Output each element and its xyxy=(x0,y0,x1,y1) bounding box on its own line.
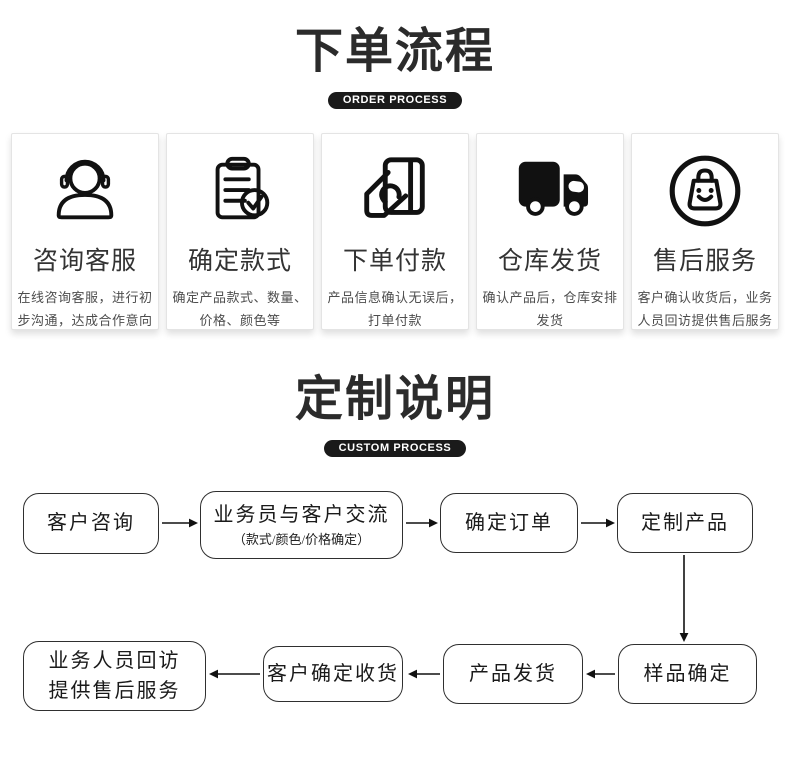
custom-process-title: 定制说明 xyxy=(294,372,495,426)
flow-box-customer-inquiry: 客户咨询 xyxy=(23,492,159,554)
custom-process-section: 定制说明 CUSTOM PROCESS 客户咨询 业务员与客户交流 （款式/颜色… xyxy=(0,330,790,748)
step-title: 售后服务 xyxy=(652,246,757,275)
flow-box-label: 定制产品 xyxy=(641,511,729,534)
flow-box-customize-product: 定制产品 xyxy=(617,492,753,553)
card-payment-icon xyxy=(322,150,468,232)
clipboard-check-icon xyxy=(167,150,313,232)
step-card-aftersale: 售后服务 客户确认收货后，业务人员回访提供售后服务 xyxy=(631,132,779,330)
flow-box-customer-receipt: 客户确定收货 xyxy=(263,645,403,702)
step-desc: 产品信息确认无误后，打单付款 xyxy=(327,289,463,328)
flow-box-label: 客户咨询 xyxy=(47,512,135,535)
flow-box-label: 样品确定 xyxy=(643,662,732,685)
custom-process-badge-wrap: CUSTOM PROCESS xyxy=(0,438,790,457)
flow-box-sales-communication: 业务员与客户交流 （款式/颜色/价格确定） xyxy=(200,490,403,559)
flow-box-label: 产品发货 xyxy=(469,662,557,685)
flow-box-product-delivery: 产品发货 xyxy=(443,643,583,704)
flow-box-sample-confirm: 样品确定 xyxy=(618,643,757,704)
step-card-consult: 咨询客服 在线咨询客服，进行初步沟通，达成合作意向 xyxy=(11,132,159,330)
step-card-style: 确定款式 确定产品款式、数量、价格、颜色等 xyxy=(166,132,314,330)
step-title: 咨询客服 xyxy=(32,246,137,275)
step-title: 仓库发货 xyxy=(497,246,602,275)
truck-icon xyxy=(477,150,623,232)
step-desc: 客户确认收货后，业务人员回访提供售后服务 xyxy=(637,289,773,328)
order-process-section: 下单流程 ORDER PROCESS 咨询客服 在线咨询客服，进行初步沟通，达成… xyxy=(0,0,790,330)
custom-flowchart: 客户咨询 业务员与客户交流 （款式/颜色/价格确定） 确定订单 定制产品 样品确… xyxy=(0,471,790,748)
flow-box-sublabel: （款式/颜色/价格确定） xyxy=(232,531,371,547)
step-desc: 确定产品款式、数量、价格、颜色等 xyxy=(172,289,308,328)
step-title: 下单付款 xyxy=(342,246,447,275)
shopping-bag-smile-icon xyxy=(632,150,778,232)
order-process-title: 下单流程 xyxy=(294,25,495,78)
flow-box-confirm-order: 确定订单 xyxy=(440,492,578,553)
step-desc: 确认产品后，仓库安排发货 xyxy=(482,289,618,328)
step-card-pay: 下单付款 产品信息确认无误后，打单付款 xyxy=(321,132,469,330)
flow-box-label: 客户确定收货 xyxy=(267,662,399,685)
step-title: 确定款式 xyxy=(187,246,292,275)
headset-agent-icon xyxy=(12,150,158,232)
flow-box-label: 业务员与客户交流 xyxy=(213,503,390,526)
flow-box-label: 业务人员回访 xyxy=(48,649,181,672)
step-card-ship: 仓库发货 确认产品后，仓库安排发货 xyxy=(476,132,624,330)
flow-box-label: 确定订单 xyxy=(465,511,553,534)
flow-box-label2: 提供售后服务 xyxy=(48,679,181,702)
step-desc: 在线咨询客服，进行初步沟通，达成合作意向 xyxy=(17,289,153,328)
order-process-badge-wrap: ORDER PROCESS xyxy=(0,90,790,109)
flow-box-aftersale-visit: 业务人员回访 提供售后服务 xyxy=(23,640,206,711)
order-process-badge: ORDER PROCESS xyxy=(327,91,463,109)
custom-process-badge: CUSTOM PROCESS xyxy=(323,439,467,457)
order-steps-row: 咨询客服 在线咨询客服，进行初步沟通，达成合作意向 确定款式 确定产品款式、数量… xyxy=(11,132,779,330)
